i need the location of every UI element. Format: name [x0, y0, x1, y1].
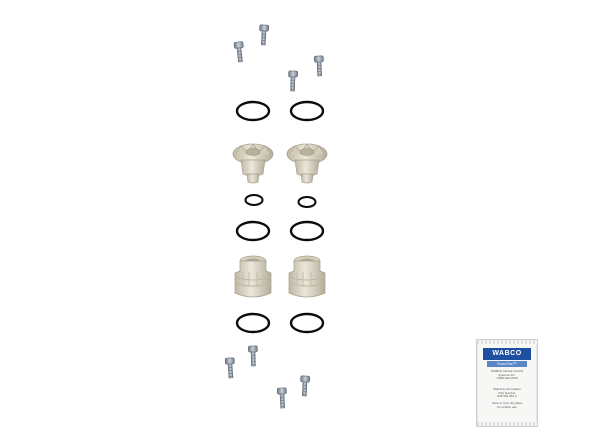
screw	[287, 70, 299, 92]
small-o-ring	[244, 194, 264, 206]
sachet-text-3: Store in cool, dry place for vehicle use	[491, 401, 523, 409]
valve-insert-bottom	[288, 255, 326, 298]
sachet-product: EconTac™	[487, 361, 527, 367]
screw	[313, 55, 325, 77]
screw	[247, 345, 259, 367]
sachet-text-2: Warranty information Part Number 830 502…	[493, 387, 521, 399]
large-o-ring	[289, 312, 325, 334]
large-o-ring	[289, 100, 325, 122]
large-o-ring	[235, 220, 271, 242]
small-o-ring	[297, 196, 317, 208]
valve-insert-top	[232, 143, 274, 184]
large-o-ring	[235, 312, 271, 334]
screw	[233, 41, 246, 63]
sachet-text-1: WABCO Vehicle Control Systems Inc. 1-800…	[490, 369, 524, 381]
screw	[276, 387, 288, 409]
screw	[299, 375, 311, 397]
valve-insert-bottom	[234, 255, 272, 298]
sachet-brand: WABCO	[483, 348, 531, 360]
large-o-ring	[289, 220, 325, 242]
valve-insert-top	[286, 143, 328, 184]
screw	[224, 357, 236, 379]
large-o-ring	[235, 100, 271, 122]
screw	[258, 24, 270, 46]
grease-sachet: WABCO EconTac™ WABCO Vehicle Control Sys…	[476, 339, 538, 427]
